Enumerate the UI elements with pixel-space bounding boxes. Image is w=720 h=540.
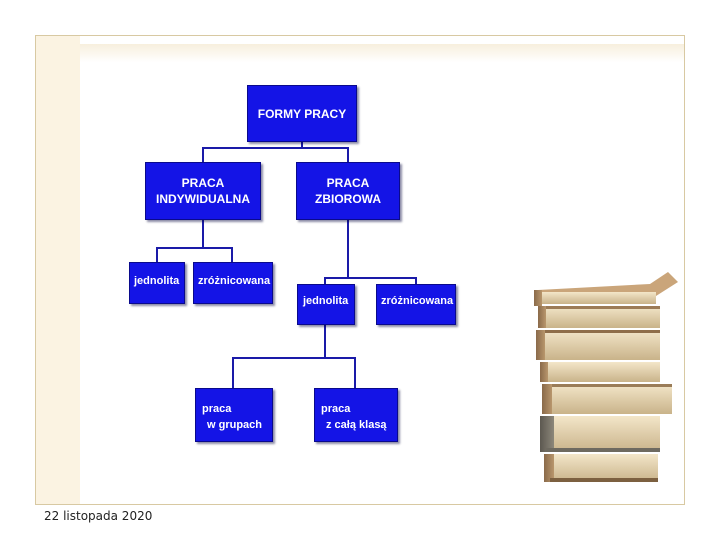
box-forms-of-work-label: FORMY PRACY (258, 106, 346, 122)
box-group-varied: zróżnicowana (376, 284, 456, 325)
stack-of-books-illustration (530, 262, 680, 487)
box-forms-of-work: FORMY PRACY (247, 85, 357, 142)
box-individual-varied: zróżnicowana (193, 262, 273, 304)
connector-individual-children (157, 220, 203, 262)
connector-group-children (325, 220, 348, 284)
box-whole-class-line2: z całą klasą (321, 417, 397, 433)
box-work-with-whole-class: praca z całą klasą (314, 388, 398, 442)
box-individual-varied-label: zróżnicowana (198, 275, 270, 287)
connector-individual-right (203, 248, 232, 262)
box-individual-work: PRACA INDYWIDUALNA (145, 162, 261, 220)
box-group-line1: PRACA (327, 175, 370, 191)
box-work-in-groups: praca w grupach (195, 388, 273, 442)
box-individual-uniform-label: jednolita (134, 275, 179, 287)
box-individual-uniform: jednolita (129, 262, 185, 304)
connector-root-group (302, 148, 348, 162)
box-individual-line2: INDYWIDUALNA (156, 191, 250, 207)
connector-uniform-right (325, 358, 355, 388)
box-individual-line1: PRACA (182, 175, 225, 191)
box-group-uniform-label: jednolita (303, 295, 348, 307)
box-group-line2: ZBIOROWA (315, 191, 381, 207)
box-group-work: PRACA ZBIOROWA (296, 162, 400, 220)
box-group-varied-label: zróżnicowana (381, 295, 453, 307)
connector-root-individual (203, 142, 302, 162)
footer-date: 22 listopada 2020 (44, 509, 152, 523)
connector-uniform-children (233, 325, 325, 388)
box-group-uniform: jednolita (297, 284, 355, 325)
box-whole-class-line1: praca (321, 401, 397, 417)
box-work-in-groups-line1: praca (202, 401, 272, 417)
box-work-in-groups-line2: w grupach (202, 417, 272, 433)
